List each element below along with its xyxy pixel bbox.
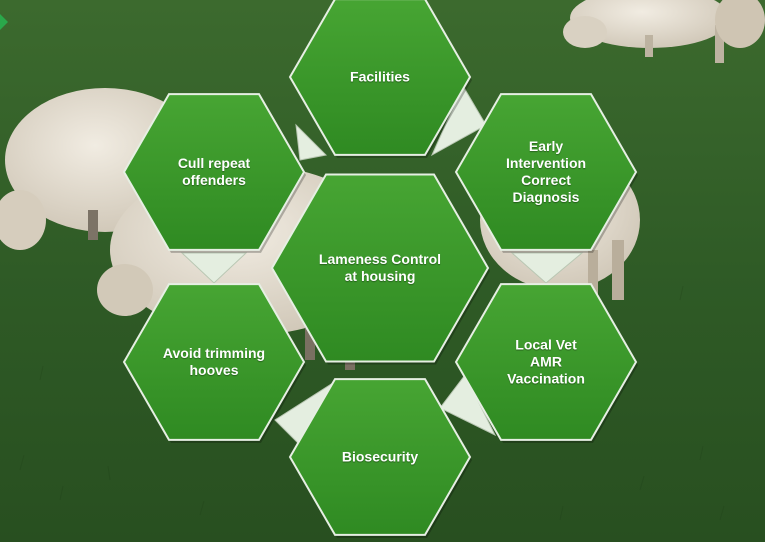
- connector-facilities-early: [430, 84, 487, 157]
- connectors: [180, 84, 584, 446]
- hexagon-cull-repeat: [122, 93, 306, 253]
- hexagon-shape: [122, 93, 306, 251]
- hexagon-shape: [454, 93, 638, 251]
- hexagon-shape: [122, 283, 306, 441]
- hexagon-center: [270, 173, 490, 365]
- hexagon-shape: [454, 283, 638, 441]
- connector-cull-facilities: [295, 123, 328, 161]
- connector-avoid-cull: [180, 252, 248, 284]
- hexagon-avoid-trimming: [122, 283, 306, 443]
- hexagon-biosecurity: [288, 378, 472, 538]
- grass-texture: [19, 285, 725, 521]
- hexagon-facilities: [288, 0, 472, 158]
- hexagon-shape: [288, 378, 472, 536]
- connector-early-localvet: [510, 252, 584, 284]
- hexagon-shape: [270, 173, 490, 363]
- hexagon-shape: [288, 0, 472, 156]
- hexagon-early-intervention: [454, 93, 638, 253]
- sheep-top-right: [563, 0, 765, 63]
- hexagon-local-vet: [454, 283, 638, 443]
- corner-mark: [0, 14, 8, 30]
- hexagons: [122, 0, 638, 538]
